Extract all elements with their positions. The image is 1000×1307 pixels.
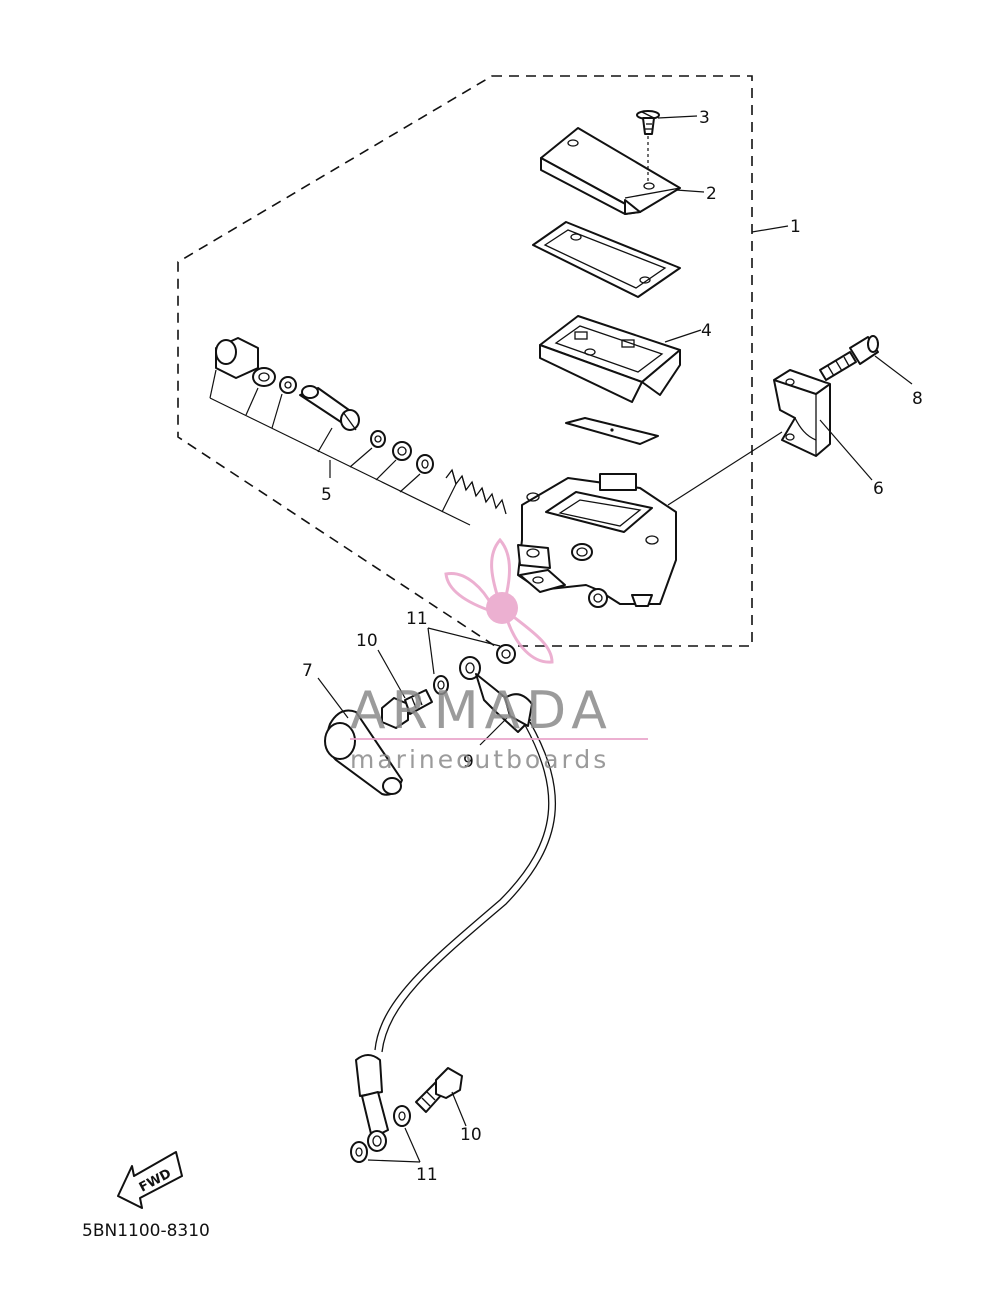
callout-11-lower: 11 [416,1165,438,1185]
part-11-washers-upper [433,644,516,695]
watermark-title: ARMADA [350,681,613,741]
callout-11-upper: 11 [406,609,428,629]
drawing-code: 5BN1100-8310 [82,1221,210,1241]
propeller-logo-icon [444,537,554,664]
part-6-holder-clamp [773,369,831,457]
callout-8: 8 [912,389,923,409]
part-4-diaphragm-holder [539,315,681,403]
assembly-boundary [177,75,753,647]
callout-2: 2 [706,184,717,204]
part-7-cover [324,709,403,796]
part-10-union-bolt-lower [415,1067,463,1113]
callout-9: 9 [463,752,474,772]
armada-watermark: ARMADA marineoutboards [350,537,648,774]
part-2-reservoir-cap [540,127,681,215]
part-11-washers-lower [350,1105,411,1163]
callout-10-upper: 10 [356,631,378,651]
part-3-screw [636,110,660,135]
callout-3: 3 [699,108,710,128]
small-plate [565,417,659,445]
gasket-plate [532,221,681,298]
callout-10-lower: 10 [460,1125,482,1145]
callout-6: 6 [873,479,884,499]
callout-1: 1 [790,217,801,237]
callout-5: 5 [321,485,332,505]
part-8-clamp-bolt [819,335,879,381]
callout-7: 7 [302,661,313,681]
master-cylinder-body [517,473,677,608]
fwd-arrow-icon: FWD [117,1151,183,1209]
part-5-piston-kit [215,337,507,515]
part-10-union-bolt-upper [381,689,433,729]
watermark-subtitle: marineoutboards [350,745,609,774]
callout-4: 4 [701,321,712,341]
part-9-brake-hose [355,656,556,1152]
